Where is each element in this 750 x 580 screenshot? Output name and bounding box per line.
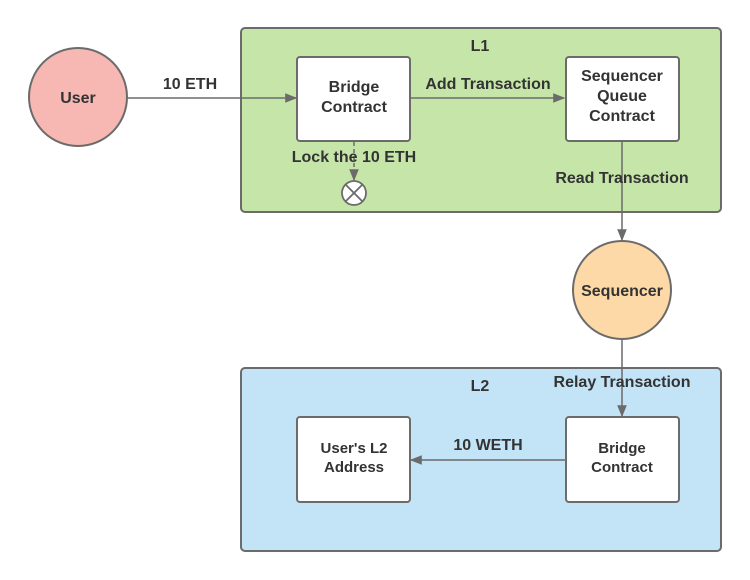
lock-label: Lock the 10 ETH — [292, 149, 416, 166]
l2-bridge-contract-line-2: Contract — [591, 459, 653, 476]
l1-bridge-contract-line-1: Bridge — [329, 79, 380, 96]
sequencer-queue-contract-node — [565, 56, 680, 142]
x-circle-icon — [341, 180, 367, 206]
user-l2-address-line-1: User's L2 — [321, 440, 388, 457]
sequencer-queue-line-3: Contract — [589, 108, 655, 125]
deposit-label: 10 ETH — [163, 76, 217, 93]
sequencer-queue-line-2: Queue — [597, 88, 647, 105]
user-l2-address-node — [296, 416, 411, 503]
user-node-label: User — [60, 90, 96, 107]
sequencer-node-label: Sequencer — [581, 283, 663, 300]
l1-bridge-contract-line-2: Contract — [321, 99, 387, 116]
user-l2-address-line-2: Address — [324, 459, 384, 476]
l2-bridge-contract-line-1: Bridge — [598, 440, 646, 457]
l2-region-label: L2 — [471, 378, 490, 395]
sequencer-node — [572, 240, 672, 340]
l2-bridge-contract-node — [565, 416, 680, 503]
sequencer-queue-line-1: Sequencer — [581, 68, 663, 85]
user-node — [28, 47, 128, 147]
l1-region-label: L1 — [471, 38, 490, 55]
l1-bridge-contract-node — [296, 56, 411, 142]
read-transaction-label: Read Transaction — [555, 170, 688, 187]
mint-label: 10 WETH — [453, 437, 522, 454]
add-transaction-label: Add Transaction — [425, 76, 550, 93]
relay-transaction-label: Relay Transaction — [554, 374, 691, 391]
